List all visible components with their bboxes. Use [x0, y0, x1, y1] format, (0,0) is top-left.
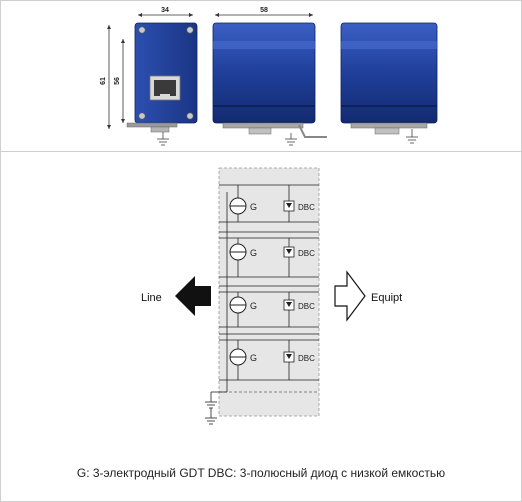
dimension-arrow: [189, 13, 193, 17]
diode-label: DBC: [298, 302, 315, 311]
din-clip-block: [150, 126, 170, 133]
body-ridge: [213, 41, 315, 49]
equipment-label: Equipt: [371, 292, 402, 304]
schematic-panel: G DBC G DBC G DBC: [1, 152, 521, 501]
product-views-svg: 34 61 56: [100, 7, 438, 146]
rear-view: [340, 22, 438, 144]
dimension-arrow: [121, 39, 125, 43]
diode-triangle: [286, 203, 292, 208]
dimension-arrow: [215, 13, 219, 17]
screw-icon: [186, 112, 194, 120]
line-label: Line: [141, 292, 162, 304]
screw-icon: [138, 26, 146, 34]
side-view: 58: [212, 7, 327, 146]
diode-triangle: [286, 354, 292, 359]
stage-3: G DBC: [219, 291, 319, 328]
dimension-arrow: [107, 25, 111, 29]
side-device-body: [212, 22, 316, 124]
front-device-body: [134, 22, 198, 124]
diode-label: DBC: [298, 354, 315, 363]
width-dimension-label: 34: [161, 7, 169, 14]
screw-icon: [186, 26, 194, 34]
outer-height-label: 61: [100, 77, 107, 85]
dimension-arrow: [138, 13, 142, 17]
screw-icon: [138, 112, 146, 120]
rj45-latch: [160, 94, 170, 97]
equipment-arrow-icon: [334, 270, 366, 322]
rear-clip-block: [374, 127, 400, 135]
side-din-clip: [222, 122, 304, 129]
line-arrow-icon: [175, 276, 211, 316]
diode-triangle: [286, 249, 292, 254]
gdt-label: G: [250, 248, 257, 258]
stage-4: G DBC: [219, 339, 319, 381]
diode-label: DBC: [298, 249, 315, 258]
body-ridge: [341, 41, 437, 49]
gdt-label: G: [250, 202, 257, 212]
gdt-label: G: [250, 353, 257, 363]
schematic-svg: G DBC G DBC G DBC: [141, 167, 402, 425]
dimension-arrow: [107, 125, 111, 129]
diode-label: DBC: [298, 203, 315, 212]
din-clip: [126, 122, 178, 128]
front-view: 34 61 56: [100, 7, 198, 146]
gdt-label: G: [250, 301, 257, 311]
depth-dimension-label: 58: [260, 7, 268, 14]
stage-2: G DBC: [219, 237, 319, 278]
dimension-arrow: [309, 13, 313, 17]
dimension-arrow: [121, 119, 125, 123]
diode-triangle: [286, 302, 292, 307]
rear-device-body: [340, 22, 438, 124]
side-clip-block: [248, 127, 272, 135]
product-views-panel: 34 61 56: [1, 1, 521, 152]
rj45-port-opening: [154, 80, 176, 96]
ground-lug: [298, 124, 327, 138]
legend-caption: G: 3-электродный GDT DBC: 3-полюсный дио…: [76, 466, 446, 480]
stage-1: G DBC: [219, 184, 319, 223]
inner-height-label: 56: [114, 77, 121, 85]
rear-din-clip: [350, 122, 428, 129]
